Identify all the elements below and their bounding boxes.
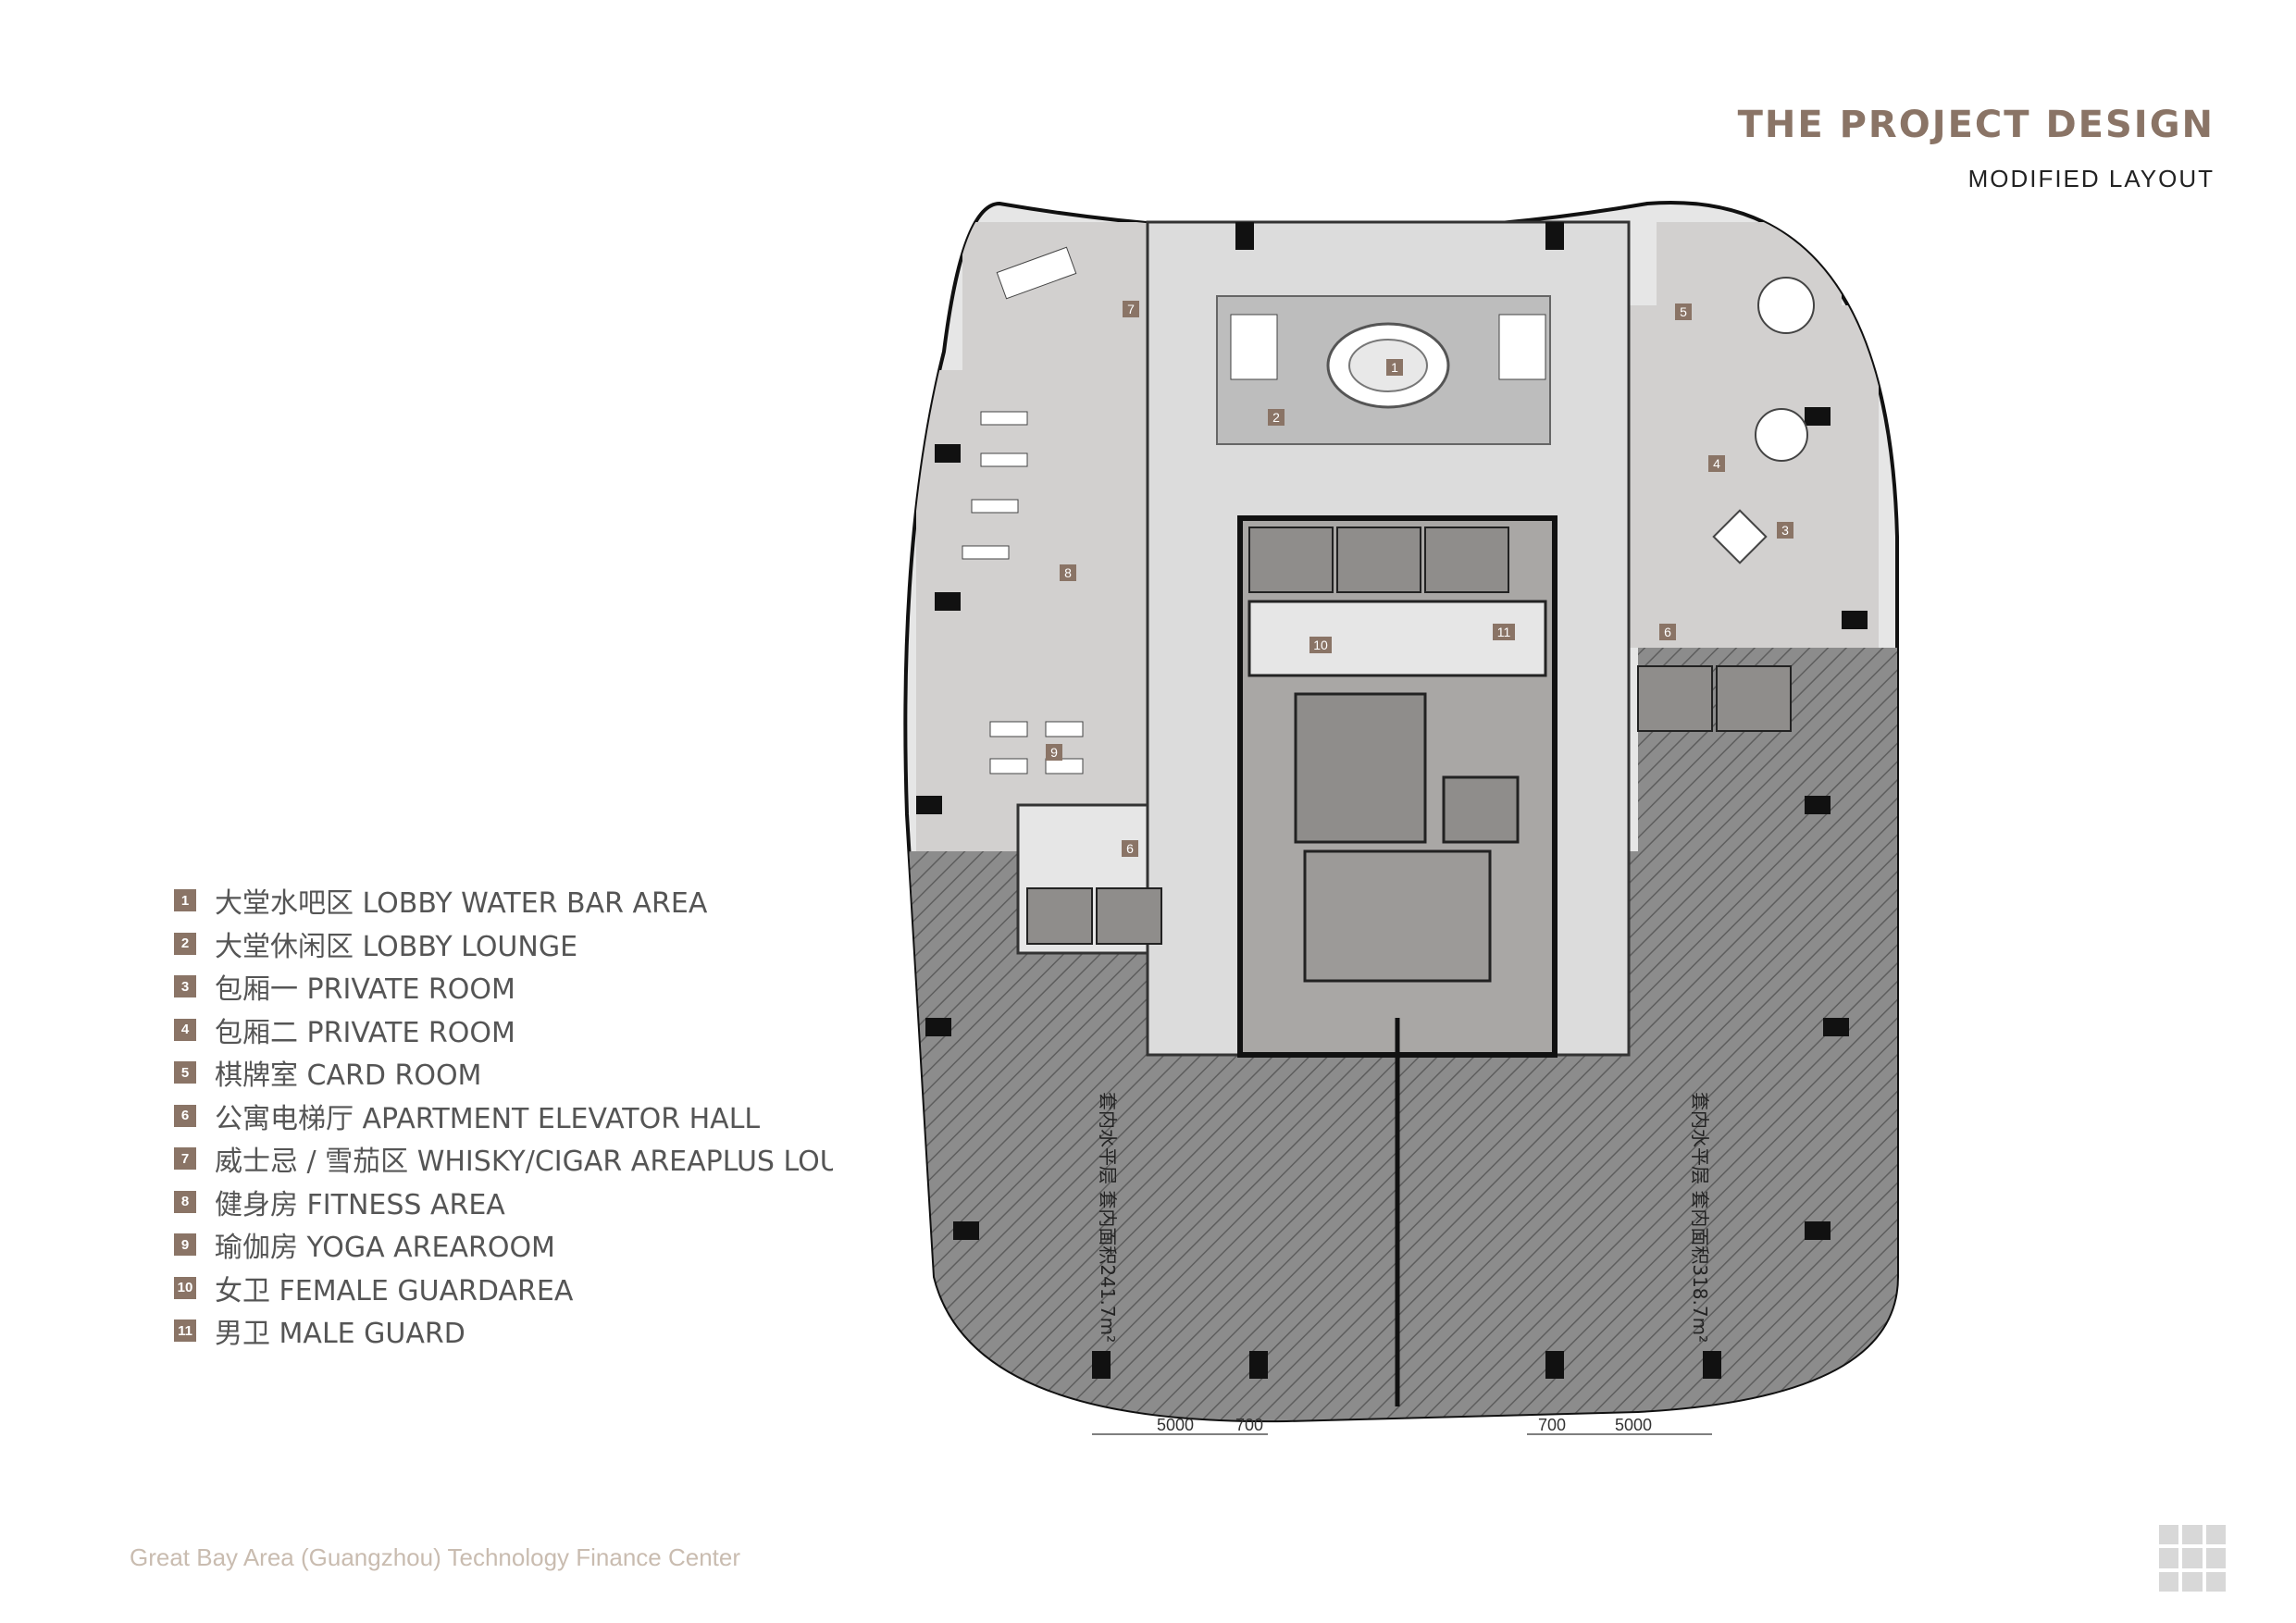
legend-item: 6 公寓电梯厅 APARTMENT ELEVATOR HALL <box>174 1095 833 1138</box>
svg-text:11: 11 <box>1497 625 1511 639</box>
dining-table <box>1755 408 1808 462</box>
legend-label: 大堂休闲区 LOBBY LOUNGE <box>215 930 578 963</box>
legend: 1 大堂水吧区 LOBBY WATER BAR AREA 2 大堂休闲区 LOBBY… <box>174 879 833 1353</box>
legend-label: 包厢一 PRIVATE ROOM <box>215 973 515 1007</box>
legend-label: 女卫 FEMALE GUARDAREA <box>215 1274 574 1307</box>
legend-item: 9 瑜伽房 YOGA AREAROOM <box>174 1223 833 1267</box>
legend-label: 威士忌 / 雪茄区 WHISKY/CIGAR AREAPLUS LOUNGE <box>215 1146 833 1179</box>
svg-text:6: 6 <box>1664 625 1671 639</box>
legend-number-badge: 4 <box>174 1018 196 1041</box>
dimension-label: 700 <box>1538 1416 1566 1434</box>
legend-label: 公寓电梯厅 APARTMENT ELEVATOR HALL <box>215 1102 761 1135</box>
brand-logo-icon <box>2159 1525 2226 1592</box>
svg-text:2: 2 <box>1272 410 1280 425</box>
legend-number-badge: 6 <box>174 1104 196 1127</box>
legend-item: 5 棋牌室 CARD ROOM <box>174 1051 833 1095</box>
svg-text:6: 6 <box>1126 841 1134 856</box>
elevator-shaft <box>1424 527 1509 593</box>
service-room <box>1303 849 1492 983</box>
page-subtitle: MODIFIED LAYOUT <box>1967 165 2215 192</box>
dimension-label: 5000 <box>1615 1416 1652 1434</box>
legend-item: 11 男卫 MALE GUARD <box>174 1309 833 1353</box>
legend-label: 健身房 FITNESS AREA <box>215 1188 505 1221</box>
legend-label: 男卫 MALE GUARD <box>215 1318 465 1351</box>
legend-item: 7 威士忌 / 雪茄区 WHISKY/CIGAR AREAPLUS LOUNGE <box>174 1137 833 1181</box>
legend-label: 大堂水吧区 LOBBY WATER BAR AREA <box>215 887 708 921</box>
private-room-table <box>1712 509 1768 564</box>
card-table <box>1757 277 1815 334</box>
dimension-label: 5000 <box>1157 1416 1194 1434</box>
legend-number-badge: 8 <box>174 1190 196 1213</box>
elevator-shaft <box>1716 665 1792 732</box>
legend-label: 包厢二 PRIVATE ROOM <box>215 1016 515 1049</box>
legend-item: 10 女卫 FEMALE GUARDAREA <box>174 1267 833 1310</box>
residential-hatch-area <box>905 851 1018 907</box>
private-room-zone <box>1620 305 1879 648</box>
floor-plan: 1 2 3 4 5 6 6 7 8 9 10 11 套内水平层 套内面积241.… <box>903 201 1899 1435</box>
elevator-shaft <box>1248 527 1334 593</box>
legend-item: 8 健身房 FITNESS AREA <box>174 1181 833 1224</box>
footer-project-name: Great Bay Area (Guangzhou) Technology Fi… <box>130 1543 741 1571</box>
restrooms <box>1247 600 1547 677</box>
svg-text:8: 8 <box>1064 565 1072 580</box>
elevator-shaft <box>1637 665 1713 732</box>
legend-item: 2 大堂休闲区 LOBBY LOUNGE <box>174 923 833 966</box>
page-title: THE PROJECT DESIGN <box>1737 104 2215 146</box>
elevator-shaft <box>1026 887 1093 945</box>
legend-label: 棋牌室 CARD ROOM <box>215 1059 482 1093</box>
legend-number-badge: 2 <box>174 932 196 955</box>
legend-number-badge: 7 <box>174 1147 196 1171</box>
legend-item: 1 大堂水吧区 LOBBY WATER BAR AREA <box>174 879 833 923</box>
left-area-label: 套内水平层 套内面积241.7m² <box>1097 1092 1119 1343</box>
legend-number-badge: 3 <box>174 975 196 998</box>
dimension-label: 700 <box>1235 1416 1263 1434</box>
legend-item: 4 包厢二 PRIVATE ROOM <box>174 1009 833 1052</box>
elevator-shaft <box>1336 527 1421 593</box>
svg-text:7: 7 <box>1127 302 1135 316</box>
amenity-zone <box>962 222 1148 370</box>
elevator-shaft <box>1096 887 1162 945</box>
right-area-label: 套内水平层 套内面积318.7m² <box>1689 1092 1711 1343</box>
legend-number-badge: 10 <box>174 1276 196 1299</box>
legend-number-badge: 9 <box>174 1233 196 1257</box>
legend-number-badge: 1 <box>174 889 196 912</box>
legend-number-badge: 5 <box>174 1061 196 1084</box>
stairwell <box>1294 692 1427 844</box>
legend-item: 3 包厢一 PRIVATE ROOM <box>174 965 833 1009</box>
svg-text:1: 1 <box>1391 360 1398 375</box>
svg-text:5: 5 <box>1680 304 1687 319</box>
legend-label: 瑜伽房 YOGA AREAROOM <box>215 1232 555 1265</box>
svg-text:3: 3 <box>1781 523 1789 538</box>
legend-number-badge: 11 <box>174 1319 196 1343</box>
svg-text:4: 4 <box>1713 456 1720 471</box>
svg-text:10: 10 <box>1313 638 1328 652</box>
elevator-shaft <box>1442 775 1520 844</box>
svg-text:9: 9 <box>1050 745 1058 760</box>
